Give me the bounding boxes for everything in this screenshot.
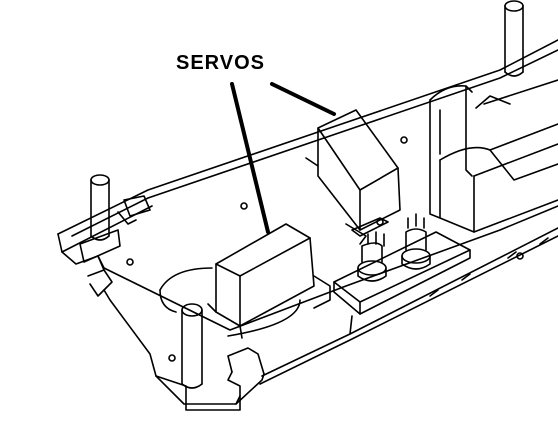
circuit-board (334, 218, 470, 314)
rear-bracket (430, 80, 558, 232)
mounting-post-front (182, 304, 202, 388)
chassis-outline (58, 40, 558, 410)
leader-to-rear-servo (272, 84, 334, 114)
mounting-post-rear (505, 1, 523, 76)
connector-right (402, 214, 430, 269)
servo-front (208, 224, 330, 338)
tray-floor (98, 137, 558, 361)
mounting-post-left (80, 175, 120, 262)
servos-label: SERVOS (176, 52, 265, 74)
callout-leaders (232, 84, 334, 232)
connector-left (358, 232, 386, 281)
servo-rear (306, 110, 400, 244)
leader-to-front-servo (232, 84, 268, 232)
servo-well (160, 268, 300, 336)
